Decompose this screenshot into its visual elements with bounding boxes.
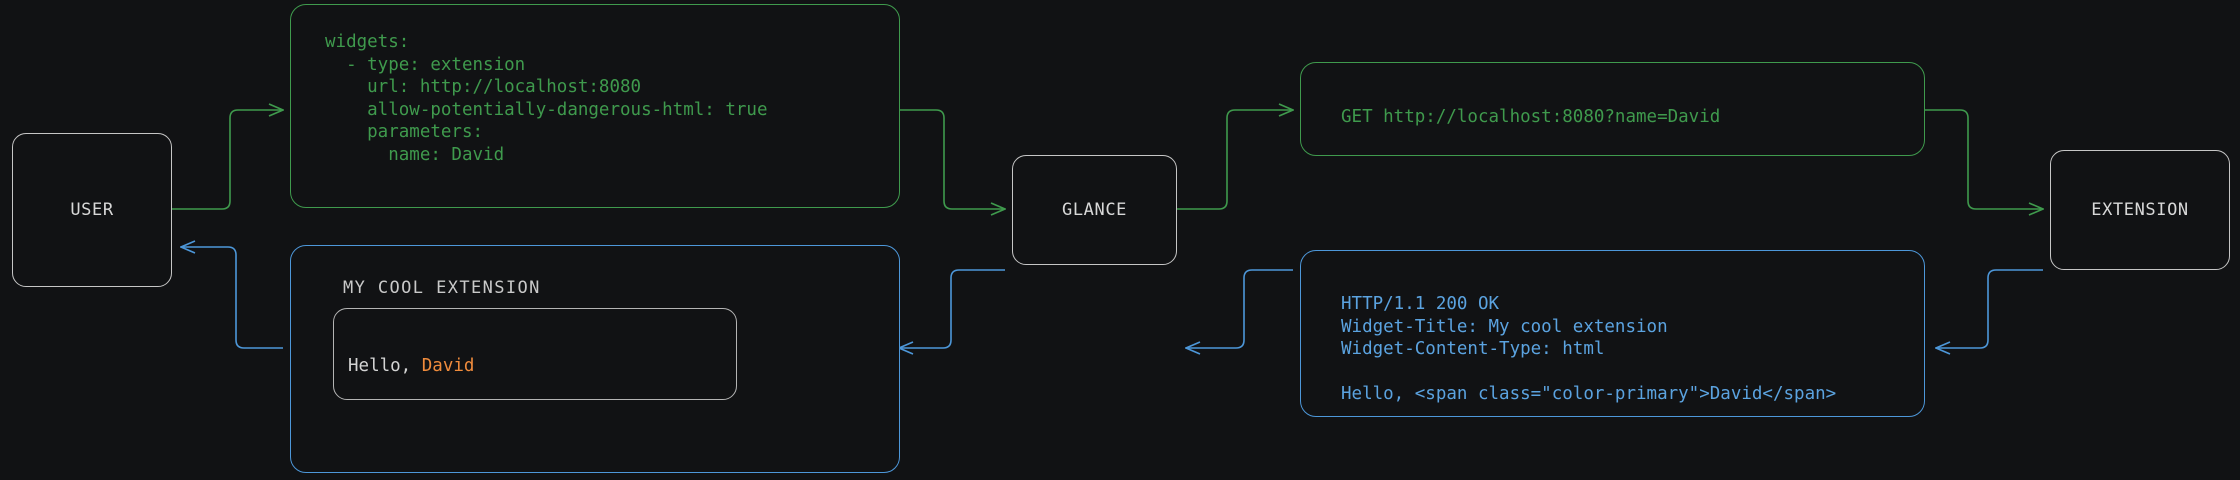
wire-request-to-extension xyxy=(1925,109,2043,209)
wire-extension-to-response xyxy=(1936,269,2043,348)
wire-glance-to-widget xyxy=(899,269,1005,348)
panel-http-response: HTTP/1.1 200 OK Widget-Title: My cool ex… xyxy=(1300,250,1925,417)
node-glance-label: GLANCE xyxy=(1061,200,1127,220)
panel-glance-yaml-config: widgets: - type: extension url: http://l… xyxy=(290,4,900,208)
http-request-code: GET http://localhost:8080?name=David xyxy=(1341,107,1721,127)
node-user-label: USER xyxy=(70,200,114,220)
http-response-code: HTTP/1.1 200 OK Widget-Title: My cool ex… xyxy=(1341,294,1837,405)
widget-greeting-text: Hello, xyxy=(348,356,422,376)
yaml-config-code: widgets: - type: extension url: http://l… xyxy=(325,32,768,165)
widget-greeting-name: David xyxy=(421,356,475,376)
wire-widget-to-user xyxy=(181,247,283,349)
node-extension-label: EXTENSION xyxy=(2091,200,2189,220)
panel-http-request: GET http://localhost:8080?name=David xyxy=(1300,62,1925,156)
widget-greeting: Hello, David xyxy=(348,356,474,376)
node-glance[interactable]: GLANCE xyxy=(1012,155,1177,265)
widget-content-card: Hello, David xyxy=(333,308,737,400)
wire-response-to-glance xyxy=(1186,269,1293,348)
wire-config-to-glance xyxy=(899,109,1005,209)
wire-glance-to-request xyxy=(1175,110,1293,210)
wire-user-to-config xyxy=(170,110,283,210)
panel-rendered-widget: MY COOL EXTENSION Hello, David xyxy=(290,245,900,473)
widget-title: MY COOL EXTENSION xyxy=(343,278,541,298)
node-user[interactable]: USER xyxy=(12,133,172,287)
node-extension[interactable]: EXTENSION xyxy=(2050,150,2230,270)
